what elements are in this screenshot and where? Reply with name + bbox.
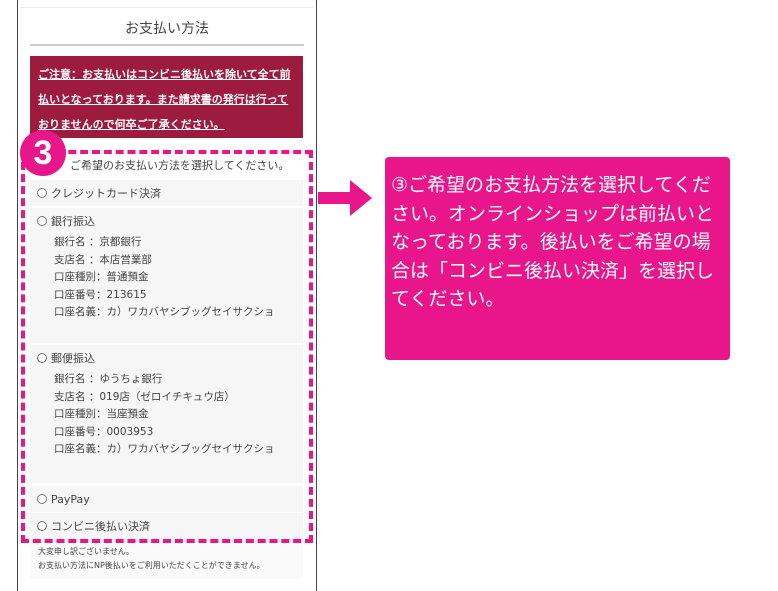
section-title: お支払い方法 (125, 21, 209, 37)
detail-line: 支店名 ：本店営業部 (54, 253, 152, 266)
option-paypay[interactable]: PayPay (30, 486, 303, 512)
detail-line: 口座名義：カ）ワカバヤシブッグセイサクショ (54, 306, 275, 318)
notice-banner: ご注意：お支払いはコンビニ後払いを除いて全て前払いとなっております。また請求書の… (30, 56, 303, 138)
option-label: コンビニ後払い決済 (51, 520, 150, 533)
radio-icon[interactable] (37, 188, 47, 198)
radio-icon[interactable] (37, 353, 47, 363)
np-note: 大変申し訳ございません。 お支払い方法にNP後払いをご利用いただくことができませ… (30, 543, 303, 579)
divider (30, 44, 304, 46)
option-convenience-postpay[interactable]: コンビニ後払い決済 (30, 513, 303, 543)
detail-line: 支店名 ：019店（ゼロイチキュウ店） (54, 390, 235, 403)
detail-line: 口座番号：0003953 (54, 425, 154, 438)
option-postal-transfer[interactable]: 郵便振込 銀行名 ：ゆうちょ銀行 支店名 ：019店（ゼロイチキュウ店） 口座種… (30, 345, 303, 483)
detail-line: 口座種別：当座預金 (54, 408, 149, 420)
option-credit-card[interactable]: クレジットカード決済 (30, 180, 303, 206)
select-instruction: ご希望のお支払い方法を選択してください。 (70, 159, 290, 172)
bank-details: 銀行名 ：京都銀行 支店名 ：本店営業部 口座種別：普通預金 口座番号：2136… (30, 234, 303, 322)
option-label: PayPay (51, 492, 90, 506)
radio-icon[interactable] (37, 216, 47, 226)
step-badge: 3 (20, 130, 66, 176)
option-label: クレジットカード決済 (51, 187, 161, 200)
postal-details: 銀行名 ：ゆうちょ銀行 支店名 ：019店（ゼロイチキュウ店） 口座種別：当座預… (30, 371, 303, 459)
note-line: お支払い方法にNP後払いをご利用いただくことができません。 (38, 561, 265, 570)
arrow-right-icon (318, 180, 372, 216)
option-label: 郵便振込 (51, 352, 95, 365)
detail-line: 銀行名 ：ゆうちょ銀行 (54, 373, 163, 385)
callout-text: ③ご希望のお支払方法を選択してください。オンラインショップは前払いとなっておりま… (391, 174, 715, 310)
highlight-dashed-box (21, 150, 313, 543)
option-label: 銀行振込 (51, 215, 95, 228)
detail-line: 口座名義：カ）ワカバヤシブッグセイサクショ (54, 443, 275, 455)
radio-icon[interactable] (37, 494, 47, 504)
detail-line: 口座種別：普通預金 (54, 271, 149, 283)
notice-text: ご注意：お支払いはコンビニ後払いを除いて全て前払いとなっております。また請求書の… (38, 68, 291, 131)
note-line: 大変申し訳ございません。 (38, 547, 134, 556)
option-bank-transfer[interactable]: 銀行振込 銀行名 ：京都銀行 支店名 ：本店営業部 口座種別：普通預金 口座番号… (30, 208, 303, 343)
detail-line: 銀行名 ：京都銀行 (54, 236, 142, 248)
callout-box: ③ご希望のお支払方法を選択してください。オンラインショップは前払いとなっておりま… (385, 157, 730, 360)
detail-line: 口座番号：213615 (54, 288, 147, 301)
radio-icon[interactable] (37, 521, 47, 531)
